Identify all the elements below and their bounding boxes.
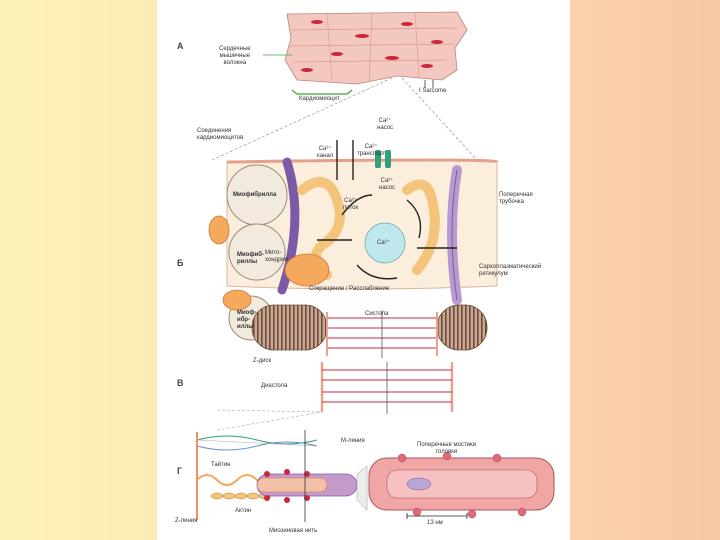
section-label-a: А <box>177 41 184 51</box>
section-label-v: В <box>177 378 184 388</box>
molecular-filaments <box>196 430 555 522</box>
label-myofibrils-3: Миоф- ибр- иллы <box>237 310 257 330</box>
label-myofibril: Миофибрилла <box>233 192 277 198</box>
label-t-tubule: Поперечная трубочка <box>499 192 533 205</box>
label-z-line: Z-линия <box>175 518 198 524</box>
label-cardiac-fibers: Сердечные мышечные волокна <box>219 46 251 66</box>
section-label-g: Г <box>177 466 183 476</box>
label-ca-pump: Ca²⁺ насос <box>377 118 394 131</box>
label-ca-flux: Ca²⁺ поток <box>343 198 359 211</box>
diagram-canvas <box>196 11 555 522</box>
label-myosin-filament: Миозиновая нить <box>269 528 318 534</box>
label-z-disc: Z-диск <box>253 358 272 364</box>
label-sr: Саркоплазматический ретикулум <box>479 264 542 277</box>
label-systole: Систола <box>365 311 389 317</box>
label-contraction-relaxation: Сокращение / Расслабление <box>309 286 390 292</box>
label-ca-channel: Ca²⁺ канал <box>317 146 334 159</box>
label-ca-transport: Ca²⁺ транспорт <box>357 144 386 157</box>
nuclei <box>301 20 443 72</box>
cardiomyocyte-cell <box>208 140 499 358</box>
label-diastole: Диастола <box>261 383 288 389</box>
label-cardiomyocyte: Кардиомиоцит <box>299 96 340 102</box>
diastole-sarcomere <box>216 362 454 431</box>
label-ca-pump-mid: Ca²⁺ насос <box>379 178 396 191</box>
label-sarcomere-top: I Sarcome <box>419 88 447 94</box>
label-cross-bridges: Поперечные мостики головки <box>417 442 477 455</box>
figure-panel: А Б В Г Сердечные мышечные волокна Карди… <box>157 0 570 540</box>
label-m-line: M-линия <box>341 438 365 444</box>
label-ca-center: Ca²⁺ <box>377 240 390 246</box>
label-myofibrils-2: Миофиб- риллы <box>237 252 264 265</box>
label-actin: Актин <box>235 508 252 514</box>
label-cardiomyocyte-junction: Соединения кардиомиоцитов <box>197 128 244 141</box>
label-scale: 13 нм <box>427 520 443 526</box>
label-mitochondria: Мито- хондрии <box>265 250 289 263</box>
label-titin: Тайтин <box>211 462 231 468</box>
cardiac-tissue <box>211 11 478 161</box>
section-label-b: Б <box>177 258 184 268</box>
